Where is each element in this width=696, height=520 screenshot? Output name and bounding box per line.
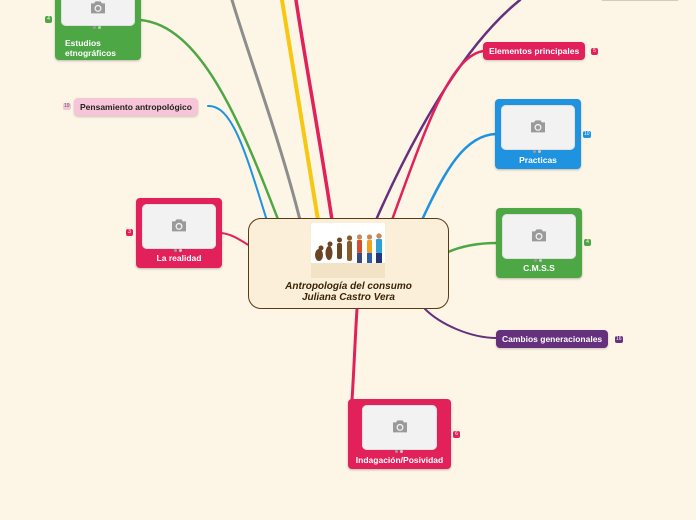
central-topic[interactable]: Antropología del consumo Juliana Castro … xyxy=(248,218,449,309)
node-practicas[interactable]: Practicas xyxy=(495,99,581,169)
node-estudios-etnograficos[interactable]: Estudios etnográficos xyxy=(55,0,141,60)
node-label: Estudios etnográficos xyxy=(65,38,117,58)
node-cambios-generacionales[interactable]: Cambios generacionales xyxy=(496,330,609,348)
camera-icon xyxy=(172,218,186,231)
node-elementos-principales[interactable]: Elementos principales xyxy=(483,42,586,60)
link-cambios xyxy=(424,308,498,339)
count-badge[interactable]: 16 xyxy=(615,336,623,343)
node-label: C.M.S.S xyxy=(523,263,555,273)
node-indagacion-posividad[interactable]: Indagación/Posividad xyxy=(348,399,451,469)
node-label: La realidad xyxy=(156,253,202,263)
human-evolution-illustration xyxy=(311,223,385,278)
image-placeholder xyxy=(501,105,575,153)
dots-indicator xyxy=(534,249,544,262)
node-label: Indagación/Posividad xyxy=(355,455,444,465)
image-placeholder xyxy=(362,405,437,453)
dots-indicator xyxy=(93,16,103,29)
central-topic-title-line1: Antropología del consumo xyxy=(285,281,412,292)
link-pensamiento xyxy=(207,104,269,225)
link-practicas xyxy=(420,132,498,222)
link-realidad xyxy=(220,232,251,247)
count-badge[interactable]: 5 xyxy=(591,48,598,55)
camera-icon xyxy=(91,1,105,14)
image-placeholder xyxy=(142,204,216,252)
node-pensamiento-antropologico[interactable]: Pensamiento antropológico xyxy=(74,98,198,116)
image-placeholder xyxy=(61,0,135,29)
count-badge[interactable]: 3 xyxy=(126,229,133,236)
count-badge[interactable]: 19 xyxy=(63,103,71,110)
camera-icon xyxy=(532,228,546,241)
link-estudios xyxy=(138,18,281,224)
node-label: Practicas xyxy=(519,155,557,165)
image-placeholder xyxy=(502,214,576,262)
link-cmss xyxy=(446,241,499,254)
central-topic-title-line2: Juliana Castro Vera xyxy=(301,292,395,303)
camera-icon xyxy=(392,419,407,432)
central-topic-title: Antropología del consumo Juliana Castro … xyxy=(249,281,448,303)
link-gray xyxy=(230,0,302,222)
dots-indicator xyxy=(533,140,543,153)
link-indagacion xyxy=(350,307,359,402)
node-cmss[interactable]: C.M.S.S xyxy=(496,208,582,278)
count-badge[interactable]: 4 xyxy=(45,16,52,23)
camera-icon xyxy=(531,119,545,132)
node-la-realidad[interactable]: La realidad xyxy=(136,198,222,268)
link-elementos xyxy=(390,49,486,222)
count-badge[interactable]: 6 xyxy=(453,431,460,438)
dots-indicator xyxy=(394,440,405,453)
link-yellow xyxy=(280,0,320,222)
link-magenta-top xyxy=(294,0,334,222)
count-badge[interactable]: 4 xyxy=(584,239,591,246)
dots-indicator xyxy=(174,239,184,252)
count-badge[interactable]: 10 xyxy=(583,131,591,138)
